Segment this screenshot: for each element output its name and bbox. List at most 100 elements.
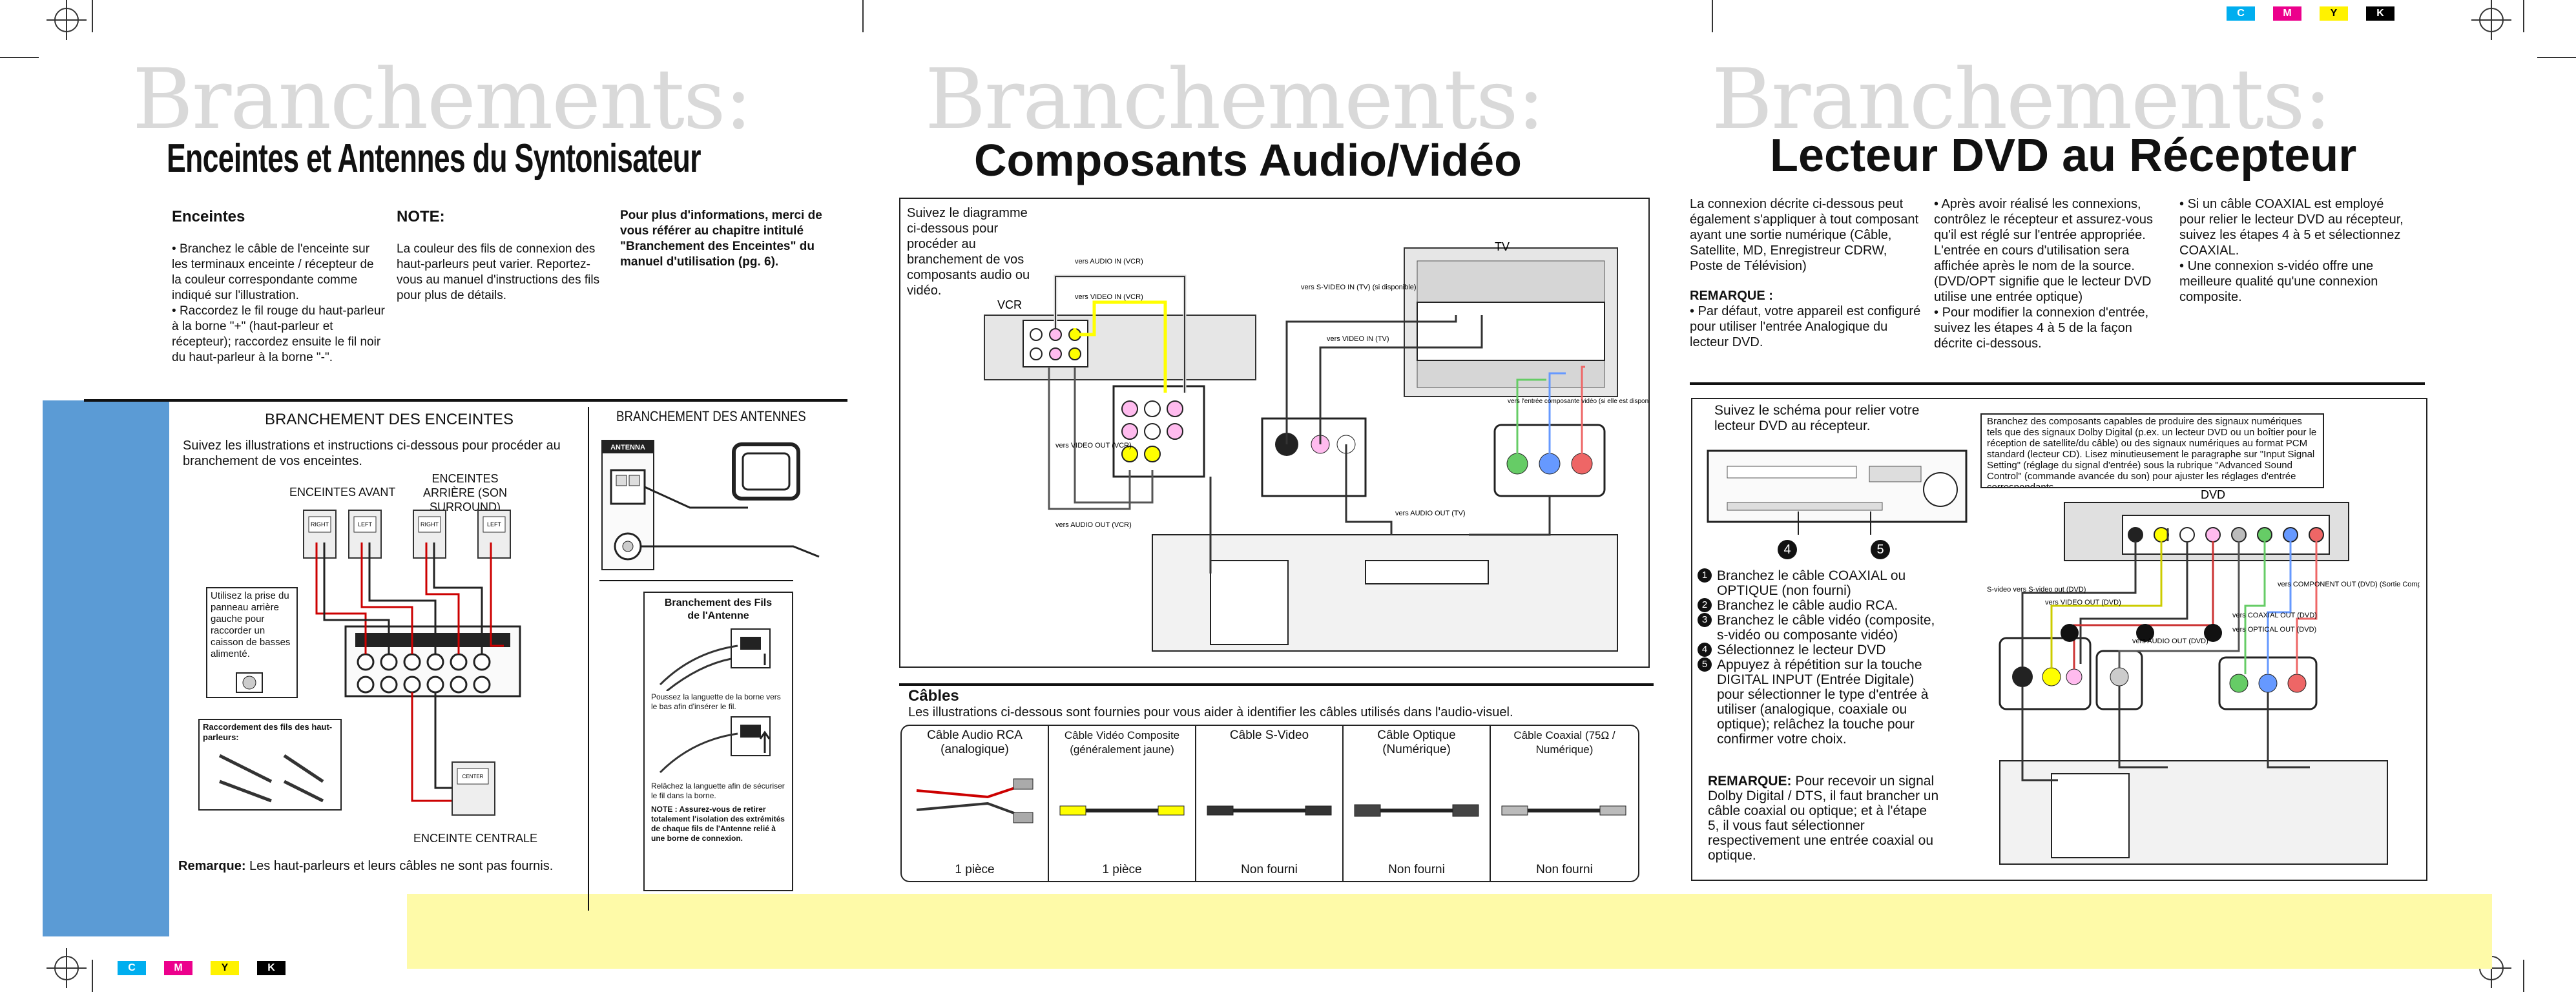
antenna-wire-box: Branchement des Fils de l'Antenne Pousse…: [643, 592, 793, 891]
label-component-out: vers COMPONENT OUT (DVD) (Sortie Composa…: [2278, 581, 2420, 588]
cables-heading: Câbles: [908, 687, 959, 705]
antenna-separator: [599, 580, 793, 581]
cable-qty: 1 pièce: [1102, 863, 1142, 876]
composite-cable-icon: [1059, 805, 1185, 816]
dvd-wiring-diagram: DVD: [1987, 490, 2420, 865]
av-diagram-box: Suivez le diagramme ci-dessous pour proc…: [899, 198, 1650, 668]
panel1-big-title: Branchements:: [132, 52, 753, 148]
receiver-front-illustration: [1707, 450, 1968, 535]
antenna-diagram: ANTENNA: [601, 440, 820, 570]
list-item: • Branchez le câble de l'enceinte sur le…: [172, 242, 374, 302]
optical-cable-icon: [1354, 804, 1479, 817]
antenna-step1-illustration: [659, 628, 771, 691]
registration-mark-top-left: [47, 0, 87, 40]
swatch-black: K: [257, 961, 286, 975]
list-item: • Une connexion s-vidéo offre une meille…: [2179, 259, 2378, 304]
label-audio-out-tv: vers AUDIO OUT (TV): [1395, 510, 1466, 517]
panel2-cables-divider: [899, 683, 1654, 686]
dvd-diagram-box: Suivez le schéma pour relier votre lecte…: [1691, 398, 2427, 881]
label-video-in-vcr: vers VIDEO IN (VCR): [1075, 293, 1143, 301]
speaker-front-right: RIGHT: [303, 510, 337, 559]
swatch-cyan: C: [2227, 6, 2255, 21]
panel3-col1: La connexion décrite ci-dessous peut éga…: [1690, 196, 1922, 350]
crop-mark: [92, 960, 93, 992]
panel1-col1: Enceintes • Branchez le câble de l'encei…: [172, 208, 385, 366]
cable-qty: Non fourni: [1241, 863, 1298, 876]
note-text: La couleur des fils de connexion des hau…: [397, 242, 600, 302]
panel2-big-title: Branchements:: [925, 52, 1545, 148]
speaker-rear-right: RIGHT: [413, 510, 446, 559]
rca-cable-icon: [916, 778, 1034, 823]
panel1-divider: [84, 399, 847, 402]
antenna-wire-heading: Branchement des Fils de l'Antenne: [664, 597, 773, 621]
cable-name: Câble Vidéo Composite (généralement jaun…: [1064, 729, 1180, 756]
antenna-tag: ANTENNA: [610, 444, 645, 451]
label-svideo-in-tv: vers S-VIDEO IN (TV) (si disponible): [1301, 284, 1416, 291]
panel3-divider: [1690, 382, 2425, 385]
swatch-yellow: Y: [2320, 6, 2348, 21]
cable-name: Câble S-Video: [1229, 728, 1309, 742]
remark-label: Remarque:: [178, 859, 246, 873]
yellow-footer-band: [407, 894, 2492, 969]
speakers-heading: BRANCHEMENT DES ENCEINTES: [265, 411, 514, 428]
blue-side-bar: [43, 400, 169, 936]
crop-mark: [92, 0, 93, 32]
cable-cell-rca: Câble Audio RCA (analogique) 1 pièce: [902, 726, 1049, 881]
center-speaker-label: ENCEINTE CENTRALE: [413, 832, 538, 845]
enceintes-heading: Enceintes: [172, 208, 245, 225]
spk-tag: RIGHT: [311, 521, 329, 528]
label-audio-out: vers AUDIO OUT (DVD): [2132, 637, 2208, 645]
list-item: • Après avoir réalisé les connexions, co…: [1934, 197, 2154, 304]
registration-mark-bottom-left: [47, 948, 87, 988]
remark-text: Les haut-parleurs et leurs câbles ne son…: [245, 859, 554, 873]
panel3-remark-text: • Par défaut, votre appareil est configu…: [1690, 304, 1921, 349]
panel3-remark-heading: REMARQUE :: [1690, 289, 1773, 303]
cable-name: Câble Optique (Numérique): [1377, 728, 1456, 756]
dvd-label: DVD: [2201, 490, 2225, 501]
cable-qty: 1 pièce: [955, 863, 995, 876]
panel2-subtitle: Composants Audio/Vidéo: [974, 135, 1522, 185]
swatch-black: K: [2366, 6, 2394, 21]
speaker-remark: Remarque: Les haut-parleurs et leurs câb…: [178, 859, 553, 874]
panel1-vertical-divider: [588, 407, 589, 911]
label-video-out: vers VIDEO OUT (DVD): [2045, 599, 2121, 606]
swatch-magenta: M: [164, 961, 192, 975]
front-speakers-label: ENCEINTES AVANT: [289, 486, 396, 499]
cable-name: Câble Coaxial (75Ω / Numérique): [1513, 729, 1615, 756]
cable-name: Câble Audio RCA (analogique): [927, 728, 1023, 756]
av-wiring-diagram: VCR TV: [984, 240, 1648, 652]
label-audio-out-vcr: vers AUDIO OUT (VCR): [1055, 521, 1132, 529]
list-item: • Raccordez le fil rouge du haut-parleur…: [172, 304, 385, 364]
svideo-panel: [1261, 417, 1367, 497]
svideo-cable-icon: [1207, 805, 1332, 816]
speaker-rear-left: LEFT: [477, 510, 511, 559]
spk-tag: LEFT: [487, 521, 502, 528]
antenna-step2-illustration: [659, 716, 771, 774]
spk-tag: LEFT: [358, 521, 373, 528]
speaker-front-left: LEFT: [348, 510, 382, 559]
cable-cell-coaxial: Câble Coaxial (75Ω / Numérique) Non four…: [1491, 726, 1638, 881]
swatch-magenta: M: [2273, 6, 2301, 21]
crop-mark: [862, 0, 864, 32]
label-optical-out: vers OPTICAL OUT (DVD): [2232, 626, 2316, 634]
list-item: • Si un câble COAXIAL est employé pour r…: [2179, 197, 2404, 258]
cable-qty: Non fourni: [1536, 863, 1593, 876]
step-badge-4: 4: [1778, 540, 1797, 559]
cables-table: Câble Audio RCA (analogique) 1 pièce Câb…: [900, 725, 1639, 882]
speakers-intro: Suivez les illustrations et instructions…: [183, 439, 561, 468]
enceintes-list: • Branchez le câble de l'enceinte sur le…: [172, 242, 385, 366]
swatch-yellow: Y: [211, 961, 239, 975]
crop-mark: [2523, 960, 2524, 992]
crop-mark: [1712, 0, 1713, 32]
label-video-in-tv: vers VIDEO IN (TV): [1327, 335, 1389, 343]
cable-cell-optical: Câble Optique (Numérique) Non fourni: [1344, 726, 1491, 881]
spk-tag: CENTER: [462, 774, 484, 780]
cable-cell-composite: Câble Vidéo Composite (généralement jaun…: [1049, 726, 1196, 881]
cables-intro: Les illustrations ci-dessous sont fourni…: [908, 705, 1513, 719]
panel3-col2: • Après avoir réalisé les connexions, co…: [1934, 196, 2166, 351]
dvd-remark: REMARQUE: Pour recevoir un signal Dolby …: [1708, 774, 1939, 863]
